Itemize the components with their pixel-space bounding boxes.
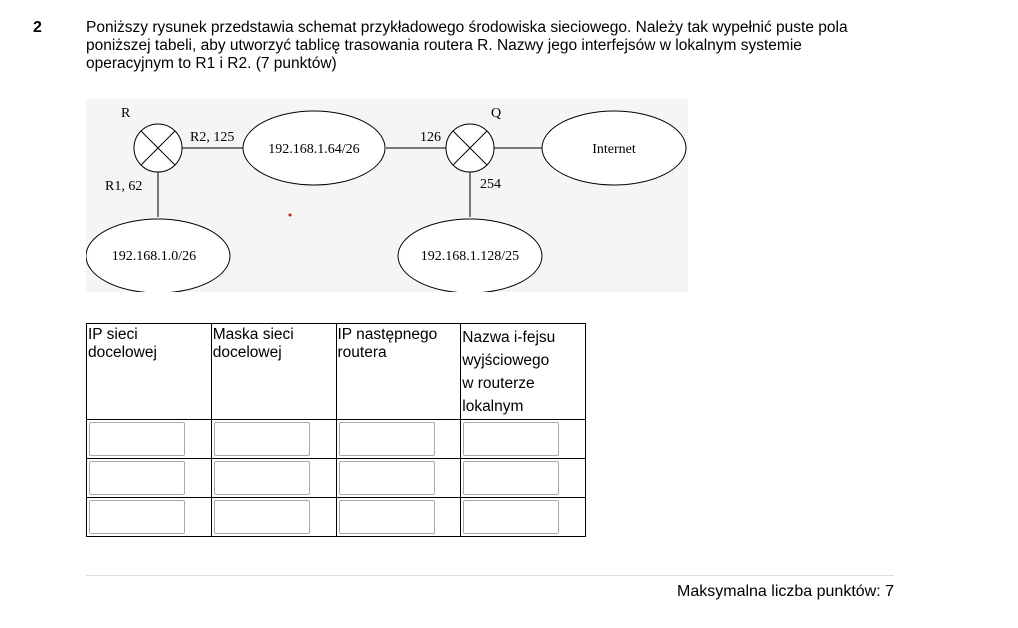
header-line: w routerze	[462, 375, 535, 392]
header-line: docelowej	[212, 344, 282, 361]
internet-label: Internet	[592, 142, 636, 157]
red-dot-mark	[288, 213, 292, 217]
row2-mask-input[interactable]	[213, 461, 310, 495]
net128-ellipse	[397, 218, 543, 292]
routing-table-header-row: IP sieci docelowej Maska sieci docelowej…	[86, 323, 586, 420]
net64-label: 192.168.1.64/26	[268, 142, 359, 157]
header-ip-sieci: IP sieci docelowej	[86, 323, 212, 420]
row3-mask-input[interactable]	[213, 500, 310, 534]
net128-label: 192.168.1.128/25	[421, 249, 519, 264]
header-line: IP następnego	[337, 326, 438, 343]
q-left-address-label: 126	[420, 130, 441, 145]
header-line: wyjściowego	[462, 352, 550, 369]
row1-iface-input[interactable]	[463, 422, 560, 456]
question-number: 2	[33, 19, 42, 36]
row2-ip-input[interactable]	[89, 461, 185, 495]
q-bottom-address-label: 254	[480, 177, 501, 192]
question-line-2: poniższej tabeli, aby utworzyć tablicę t…	[86, 37, 802, 54]
header-line: Maska sieci	[212, 326, 294, 343]
network-diagram: R Q R2, 125 R1, 62 126 254 192.168.1.64/…	[86, 99, 688, 292]
row3-iface-input[interactable]	[463, 500, 560, 534]
row1-ip-input[interactable]	[89, 422, 185, 456]
interface-r2-label: R2, 125	[190, 130, 234, 145]
row1-nexthop-input[interactable]	[338, 422, 435, 456]
header-line: routera	[337, 344, 387, 361]
network-diagram-svg: R Q R2, 125 R1, 62 126 254 192.168.1.64/…	[86, 106, 687, 292]
router-q-label: Q	[491, 106, 501, 121]
header-line: IP sieci	[88, 326, 138, 343]
header-maska-sieci: Maska sieci docelowej	[210, 323, 337, 420]
max-points-label: Maksymalna liczba punktów: 7	[677, 583, 894, 600]
internet-ellipse	[541, 110, 687, 186]
table-row	[86, 458, 586, 498]
header-line: Nazwa i-fejsu	[462, 329, 556, 346]
header-line: docelowej	[88, 344, 157, 361]
row2-nexthop-input[interactable]	[338, 461, 435, 495]
header-line: lokalnym	[462, 398, 524, 415]
net0-label: 192.168.1.0/26	[112, 249, 196, 264]
header-nazwa-ifejsu: Nazwa i-fejsu wyjściowego w routerze lok…	[460, 323, 586, 420]
routing-table: IP sieci docelowej Maska sieci docelowej…	[86, 323, 586, 537]
question-line-1: Poniższy rysunek przedstawia schemat prz…	[86, 19, 848, 36]
row1-mask-input[interactable]	[213, 422, 310, 456]
table-row	[86, 419, 586, 459]
row3-ip-input[interactable]	[89, 500, 185, 534]
net64-ellipse	[242, 110, 386, 186]
row3-nexthop-input[interactable]	[338, 500, 435, 534]
interface-r1-label: R1, 62	[105, 179, 142, 194]
net0-ellipse	[86, 218, 231, 292]
router-r-icon	[133, 123, 183, 173]
header-ip-nastepnego: IP następnego routera	[335, 323, 462, 420]
row2-iface-input[interactable]	[463, 461, 560, 495]
question-line-3: operacyjnym to R1 i R2. (7 punktów)	[86, 55, 337, 72]
question-text: Poniższy rysunek przedstawia schemat prz…	[86, 19, 906, 73]
router-r-label: R	[121, 106, 131, 121]
footer-divider	[86, 575, 894, 576]
table-row	[86, 497, 586, 537]
router-q-icon	[445, 123, 495, 173]
